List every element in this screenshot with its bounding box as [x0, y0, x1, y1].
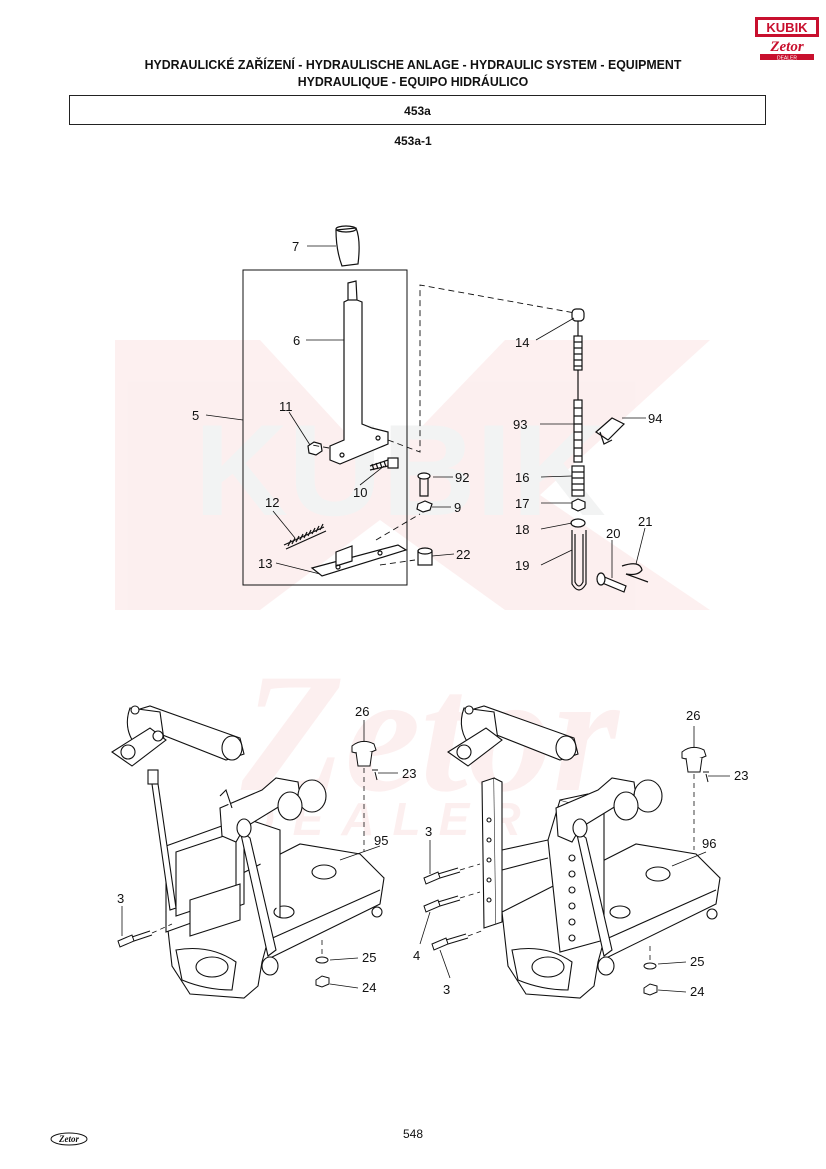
leader-lines-upper	[205, 245, 646, 578]
logo-text-sub: DEALER	[777, 56, 797, 62]
bracket-plate-part	[310, 544, 408, 577]
callout-left-3: 3	[117, 891, 124, 906]
callouts-lower-right: 26 23 96 3 4 3 25 24	[413, 708, 748, 999]
callout-10: 10	[353, 485, 367, 500]
callout-right-25: 25	[690, 954, 704, 969]
spring-clip-part	[621, 563, 649, 583]
logo-text-top: KUBIK	[766, 20, 808, 35]
callout-right-24: 24	[690, 984, 704, 999]
callout-left-26: 26	[355, 704, 369, 719]
callout-left-25: 25	[362, 950, 376, 965]
callout-right-26: 26	[686, 708, 700, 723]
callout-12: 12	[265, 495, 279, 510]
callout-18: 18	[515, 522, 529, 537]
watermark-word-1: KUBIK	[194, 397, 606, 543]
title-line-2: HYDRAULIQUE - EQUIPO HIDRÁULICO	[297, 74, 529, 89]
callout-94: 94	[648, 411, 662, 426]
callout-7: 7	[292, 239, 299, 254]
hitch-assembly-left	[111, 705, 385, 999]
hitch-assembly-right	[447, 705, 721, 999]
callout-right-96: 96	[702, 836, 716, 851]
pin-20-part	[596, 572, 627, 593]
callout-17: 17	[515, 496, 529, 511]
footer-logo-text: Zetor	[58, 1134, 79, 1144]
page-title: HYDRAULICKÉ ZAŘÍZENÍ - HYDRAULISCHE ANLA…	[21, 56, 806, 90]
callout-right-23: 23	[734, 768, 748, 783]
pin-92-part	[417, 472, 431, 497]
knob-part	[335, 225, 360, 267]
nut-17-part	[571, 498, 586, 512]
bolt-part	[369, 457, 399, 471]
leaders-left	[121, 720, 398, 989]
footer-zetor-logo: Zetor	[50, 1132, 88, 1146]
callout-11: 11	[279, 399, 293, 414]
callout-6: 6	[293, 333, 300, 348]
callout-left-23: 23	[402, 766, 416, 781]
page-number: 548	[402, 1127, 424, 1141]
nut-part	[307, 441, 323, 456]
kubik-zetor-logo: KUBIK Zetor DEALER	[755, 17, 819, 62]
nut-9-part	[416, 500, 433, 513]
watermark: KUBIK Zetor DEALER	[115, 340, 710, 845]
callout-93: 93	[513, 417, 527, 432]
title-line-1: HYDRAULICKÉ ZAŘÍZENÍ - HYDRAULISCHE ANLA…	[144, 57, 682, 72]
u-link-part	[571, 530, 587, 591]
logo-text-bottom: Zetor	[769, 39, 803, 55]
callout-19: 19	[515, 558, 529, 573]
callout-13: 13	[258, 556, 272, 571]
callout-14: 14	[515, 335, 529, 350]
callout-5: 5	[192, 408, 199, 423]
callout-right-3b: 3	[443, 982, 450, 997]
callouts-lower-left: 26 23 95 3 25 24	[117, 704, 416, 995]
callout-right-3a: 3	[425, 824, 432, 839]
lever-assembly	[242, 225, 649, 593]
callout-right-4: 4	[413, 948, 420, 963]
callout-left-24: 24	[362, 980, 376, 995]
callouts-upper: 7 6 5 11 10 12 13 14 93 94 92 9 22 16 17…	[192, 239, 662, 573]
small-parts-left	[117, 740, 378, 988]
callout-22: 22	[456, 547, 470, 562]
subsection-title: 453a-1	[394, 134, 432, 148]
spring-part	[283, 523, 327, 550]
bushing-part	[417, 547, 433, 566]
callout-left-95: 95	[374, 833, 388, 848]
callout-9: 9	[454, 500, 461, 515]
callout-16: 16	[515, 470, 529, 485]
rod-end-part	[571, 308, 585, 336]
dash-lines-right	[459, 774, 695, 962]
washer-part	[570, 518, 586, 528]
spring-16-part	[571, 465, 585, 497]
callout-21: 21	[638, 514, 652, 529]
section-box: 453a	[69, 95, 766, 125]
leaders-right	[419, 726, 730, 993]
callout-20: 20	[606, 526, 620, 541]
clip-part	[595, 417, 626, 445]
dash-lines-left	[151, 768, 365, 956]
small-parts-right	[423, 746, 709, 996]
lever-part	[329, 280, 389, 465]
callout-92: 92	[455, 470, 469, 485]
threaded-rod-part	[573, 335, 583, 463]
